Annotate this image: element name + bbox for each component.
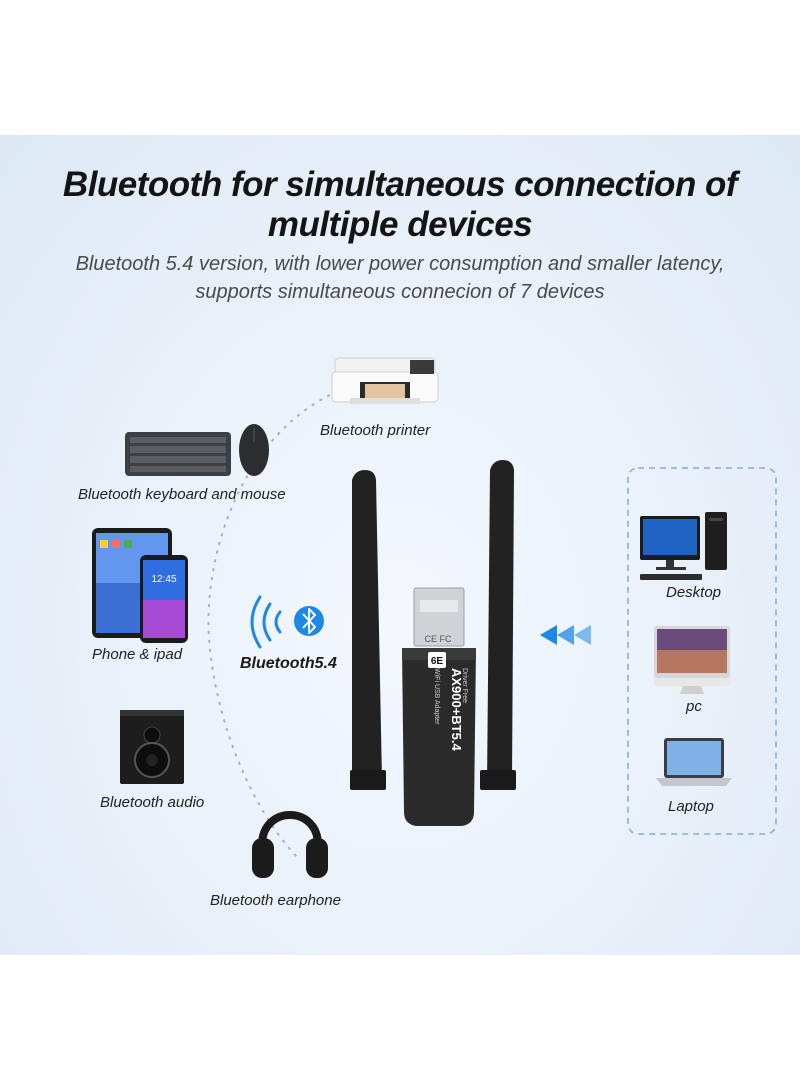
svg-text:12:45: 12:45 — [151, 574, 176, 585]
subtitle: Bluetooth 5.4 version, with lower power … — [0, 250, 800, 306]
adapter-driver-text: Driver Free — [461, 668, 468, 703]
title-line-1: Bluetooth for simultaneous connection of — [62, 165, 738, 204]
antenna-right — [480, 460, 516, 790]
speaker-icon — [120, 710, 184, 784]
label-bluetooth-audio: Bluetooth audio — [100, 794, 205, 811]
page-title: Bluetooth for simultaneous connection of… — [0, 165, 800, 245]
antenna-left — [350, 470, 386, 790]
bluetooth-icon — [294, 606, 324, 636]
keyboard-icon — [125, 432, 231, 476]
laptop-icon — [656, 738, 732, 786]
connection-arc — [207, 394, 331, 861]
svg-text:CE FC: CE FC — [425, 634, 453, 644]
label-keyboard-mouse: Bluetooth keyboard and mouse — [78, 486, 286, 503]
signal-waves-icon — [250, 595, 282, 649]
printer-icon — [331, 357, 439, 404]
desktop-icon — [640, 512, 727, 580]
mouse-icon — [239, 424, 269, 476]
label-pc: pc — [686, 698, 702, 715]
label-laptop: Laptop — [668, 798, 714, 815]
adapter-sub-text: WiFi USB Adapter — [433, 668, 440, 725]
usb-connector: CE FC — [413, 587, 465, 647]
label-bluetooth-printer: Bluetooth printer — [320, 422, 431, 439]
headphones-icon — [252, 811, 328, 878]
title-line-2: multiple devices — [267, 205, 533, 244]
label-phone-ipad: Phone & ipad — [92, 646, 183, 663]
incoming-arrows-icon — [540, 625, 591, 645]
tablet-phone-icon: 12:45 — [92, 528, 188, 643]
subtitle-line-2: supports simultaneous connecion of 7 dev… — [195, 281, 605, 303]
label-desktop: Desktop — [666, 584, 722, 601]
adapter-badge: 6E — [431, 656, 444, 667]
usb-adapter-body: 6E AX900+BT5.4 WiFi USB Adapter Driver F… — [402, 648, 476, 826]
bluetooth-version-label: Bluetooth5.4 — [240, 655, 337, 672]
imac-icon — [654, 626, 730, 694]
subtitle-line-1: Bluetooth 5.4 version, with lower power … — [75, 253, 725, 275]
label-bluetooth-earphone: Bluetooth earphone — [210, 892, 341, 909]
adapter-model-text: AX900+BT5.4 — [449, 668, 464, 752]
